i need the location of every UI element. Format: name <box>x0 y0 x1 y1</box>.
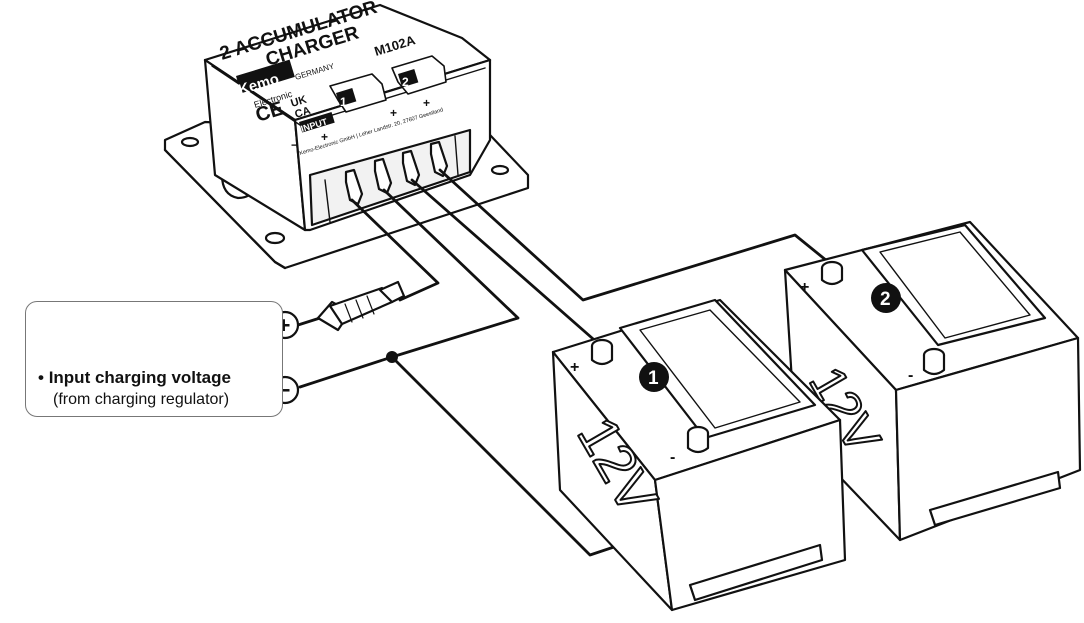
battery-1 <box>551 298 847 612</box>
terminal-out-1 <box>401 149 421 187</box>
battery2-lid <box>860 223 1047 347</box>
terminal-input-minus <box>344 168 364 206</box>
wire-battery2-pos <box>438 168 834 302</box>
fuse-cap-right <box>378 280 406 304</box>
mounting-hole-right <box>490 164 510 176</box>
battery2-front <box>894 336 1082 542</box>
junction-node-1 <box>386 351 398 363</box>
wire-input-plus-to-fuse <box>350 198 440 302</box>
ukca-mark-top: UK <box>289 94 308 110</box>
battery1-number-badge <box>639 362 669 392</box>
battery1-minus: - <box>670 449 675 466</box>
ukca-mark-bottom: CA <box>293 105 312 121</box>
battery2-plus: + <box>800 279 809 296</box>
pictogram-label-1: 1 <box>340 95 347 109</box>
input-voltage-callout: • Input charging voltage (from charging … <box>25 301 283 417</box>
battery1-lid <box>618 298 817 440</box>
terminal-input-plus <box>373 157 393 195</box>
charger-out1-plus: + <box>390 106 397 120</box>
battery2-handle <box>928 470 1062 527</box>
input-badge <box>299 112 335 133</box>
battery2-number: 2 <box>880 289 891 310</box>
input-voltage-title: Input charging voltage <box>48 368 231 387</box>
wire-input-minus <box>298 188 520 389</box>
battery1-handle <box>688 543 824 602</box>
input-voltage-label: • Input charging voltage <box>38 368 231 388</box>
battery1-number: 1 <box>648 368 659 389</box>
wire-battery1-pos <box>410 178 602 347</box>
charger-battery-pictograms: 1 2 <box>329 55 447 113</box>
battery2-minus: - <box>908 367 913 384</box>
mounting-hole-left <box>180 136 200 148</box>
bullet: • <box>38 368 44 387</box>
input-voltage-source: (from charging regulator) <box>53 391 230 408</box>
wire-fuse-to-plus-terminal <box>296 316 322 327</box>
pictogram-label-2: 2 <box>402 75 409 89</box>
mounting-hole-bottom <box>264 231 286 245</box>
charger-input-minus: − <box>291 138 298 152</box>
terminal-out-2 <box>429 140 449 178</box>
battery2-number-badge <box>871 283 901 313</box>
battery-2 <box>783 220 1082 542</box>
brand-badge <box>235 59 295 94</box>
battery1-plus: + <box>570 359 579 376</box>
charger-terminals <box>344 140 449 206</box>
charger-out2-plus: + <box>423 96 430 110</box>
charger-input-plus: + <box>321 130 328 144</box>
fuse-holder <box>316 280 406 332</box>
